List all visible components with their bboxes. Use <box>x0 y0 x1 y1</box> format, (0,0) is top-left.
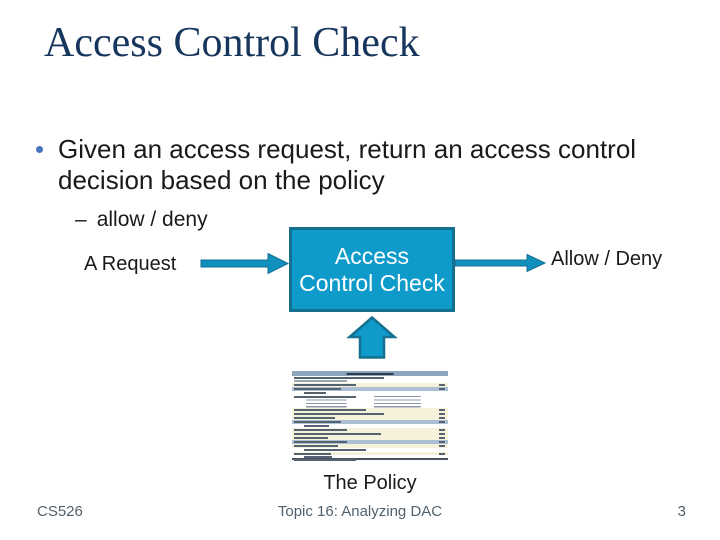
policy-row <box>292 391 448 395</box>
policy-row <box>292 416 448 420</box>
policy-row <box>292 387 448 391</box>
sub-bullet-dash: – <box>75 208 87 231</box>
footer-page-number: 3 <box>677 503 686 520</box>
access-control-check-box: Access Control Check <box>289 227 455 312</box>
box-label-line1: Access <box>334 243 410 269</box>
policy-row <box>292 452 448 455</box>
footer-topic: Topic 16: Analyzing DAC <box>277 503 443 520</box>
allow-deny-label: Allow / Deny <box>551 248 663 270</box>
policy-row <box>292 455 448 458</box>
policy-row <box>292 371 448 376</box>
output-arrow-icon <box>454 253 547 273</box>
policy-row <box>292 424 448 428</box>
policy-screenshot <box>292 371 448 461</box>
bullet-text: Given an access request, return an acces… <box>58 134 637 195</box>
page-title: Access Control Check <box>44 20 420 66</box>
policy-row <box>292 420 448 424</box>
policy-row <box>292 383 448 387</box>
policy-row <box>292 458 448 461</box>
policy-row <box>292 440 448 444</box>
bullet-dot-icon <box>36 146 43 153</box>
sub-bullet: – allow / deny <box>75 208 208 232</box>
up-arrow-icon <box>346 315 398 359</box>
footer-course: CS526 <box>37 503 83 520</box>
policy-row <box>292 436 448 440</box>
request-label: A Request <box>84 253 177 275</box>
policy-row <box>292 408 448 412</box>
input-arrow-icon <box>200 252 290 275</box>
policy-row <box>292 412 448 416</box>
policy-row <box>292 444 448 448</box>
policy-row <box>292 448 448 452</box>
policy-caption: The Policy <box>323 472 417 494</box>
policy-row <box>292 432 448 436</box>
policy-row <box>292 428 448 432</box>
box-label-line2: Control Check <box>299 270 445 296</box>
sub-bullet-label: allow / deny <box>96 208 208 231</box>
policy-row <box>292 395 448 408</box>
policy-row <box>292 376 448 383</box>
